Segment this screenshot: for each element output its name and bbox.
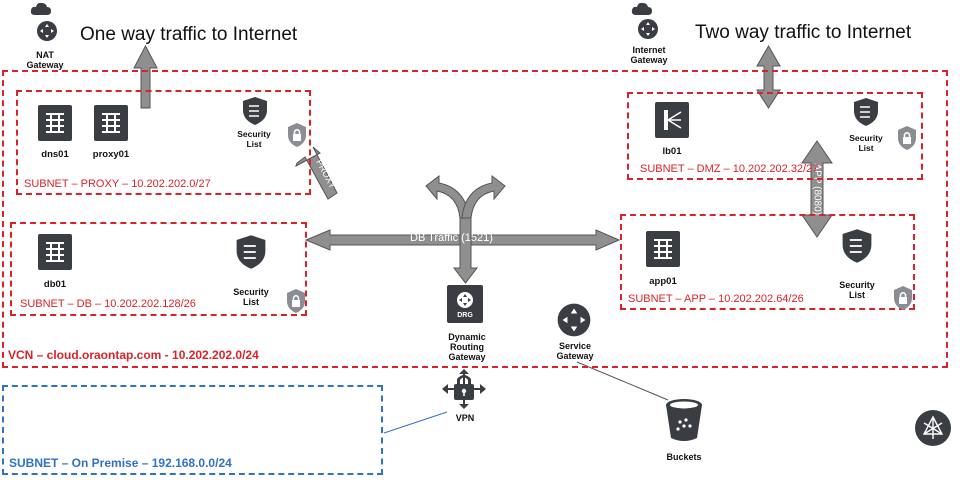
security-list-label: Security List — [839, 280, 875, 300]
shield-icon — [243, 97, 267, 125]
lock-icon — [894, 286, 912, 310]
subnet-db-label: SUBNET – DB – 10.202.202.128/26 — [20, 298, 196, 310]
host-label: dns01 — [41, 149, 69, 160]
server-icon — [38, 105, 72, 141]
vpn-label: VPN — [455, 413, 475, 423]
nat-gateway-label: NAT Gateway — [26, 50, 64, 70]
drg-stem-arrow — [452, 214, 479, 284]
lock-icon — [288, 123, 306, 147]
host-label: lb01 — [662, 146, 682, 157]
drg-label: Dynamic Routing Gateway — [448, 332, 486, 362]
lock-icon — [898, 126, 916, 150]
vcn-boundary — [2, 70, 948, 368]
lock-icon — [287, 289, 305, 313]
subnet-onprem-label: SUBNET – On Premise – 192.168.0.0/24 — [9, 456, 232, 470]
subnet-dmz-label: SUBNET – DMZ – 10.202.202.32/27 — [640, 163, 819, 175]
security-list-label: Security List — [237, 129, 271, 149]
cloud-icon — [631, 2, 652, 15]
host-label: db01 — [43, 279, 67, 290]
server-icon — [94, 105, 128, 141]
gateway-icon — [638, 19, 658, 39]
oracle-logo-icon — [915, 410, 951, 446]
two-way-heading: Two way traffic to Internet — [695, 22, 912, 43]
nat-outbound-arrow — [133, 44, 158, 109]
subnet-db — [10, 222, 307, 316]
host-label: app01 — [649, 276, 677, 287]
proxy-arrow — [295, 146, 338, 200]
vcn-label: VCN – cloud.oraontap.com - 10.202.202.0/… — [8, 348, 259, 362]
security-list-label: Security List — [849, 133, 883, 153]
db-traffic-label: DB Traffic (1521) — [410, 232, 493, 244]
subnet-app — [620, 214, 915, 310]
service-to-buckets-line — [576, 361, 669, 401]
subnet-proxy — [16, 90, 311, 195]
bucket-icon — [666, 399, 702, 441]
subnet-proxy-label: SUBNET – PROXY – 10.202.202.0/27 — [24, 178, 211, 190]
gateway-icon — [557, 303, 591, 337]
vpn-lock-icon — [442, 369, 486, 409]
host-label: proxy01 — [92, 149, 130, 160]
drg-badge: DRG — [457, 312, 473, 319]
subnet-app-label: SUBNET – APP – 10.202.202.64/26 — [628, 293, 804, 305]
drg-icon: DRG — [447, 285, 483, 323]
one-way-heading: One way traffic to Internet — [80, 24, 298, 45]
server-icon — [646, 231, 680, 267]
subnet-onprem — [2, 385, 383, 475]
service-gateway-label: Service Gateway — [556, 341, 594, 361]
drg-branch-right — [461, 174, 506, 219]
gateway-icon — [37, 21, 57, 41]
shield-icon — [236, 235, 266, 269]
subnet-dmz — [627, 92, 923, 180]
server-icon — [38, 234, 72, 270]
load-balancer-icon — [655, 102, 689, 138]
shield-icon — [854, 98, 878, 126]
buckets-label: Buckets — [666, 452, 702, 462]
security-list-label: Security List — [233, 287, 269, 307]
vpn-to-onprem-line — [383, 411, 448, 434]
shield-icon — [842, 229, 872, 263]
internet-gateway-label: Internet Gateway — [630, 45, 668, 65]
cloud-icon — [30, 2, 51, 15]
